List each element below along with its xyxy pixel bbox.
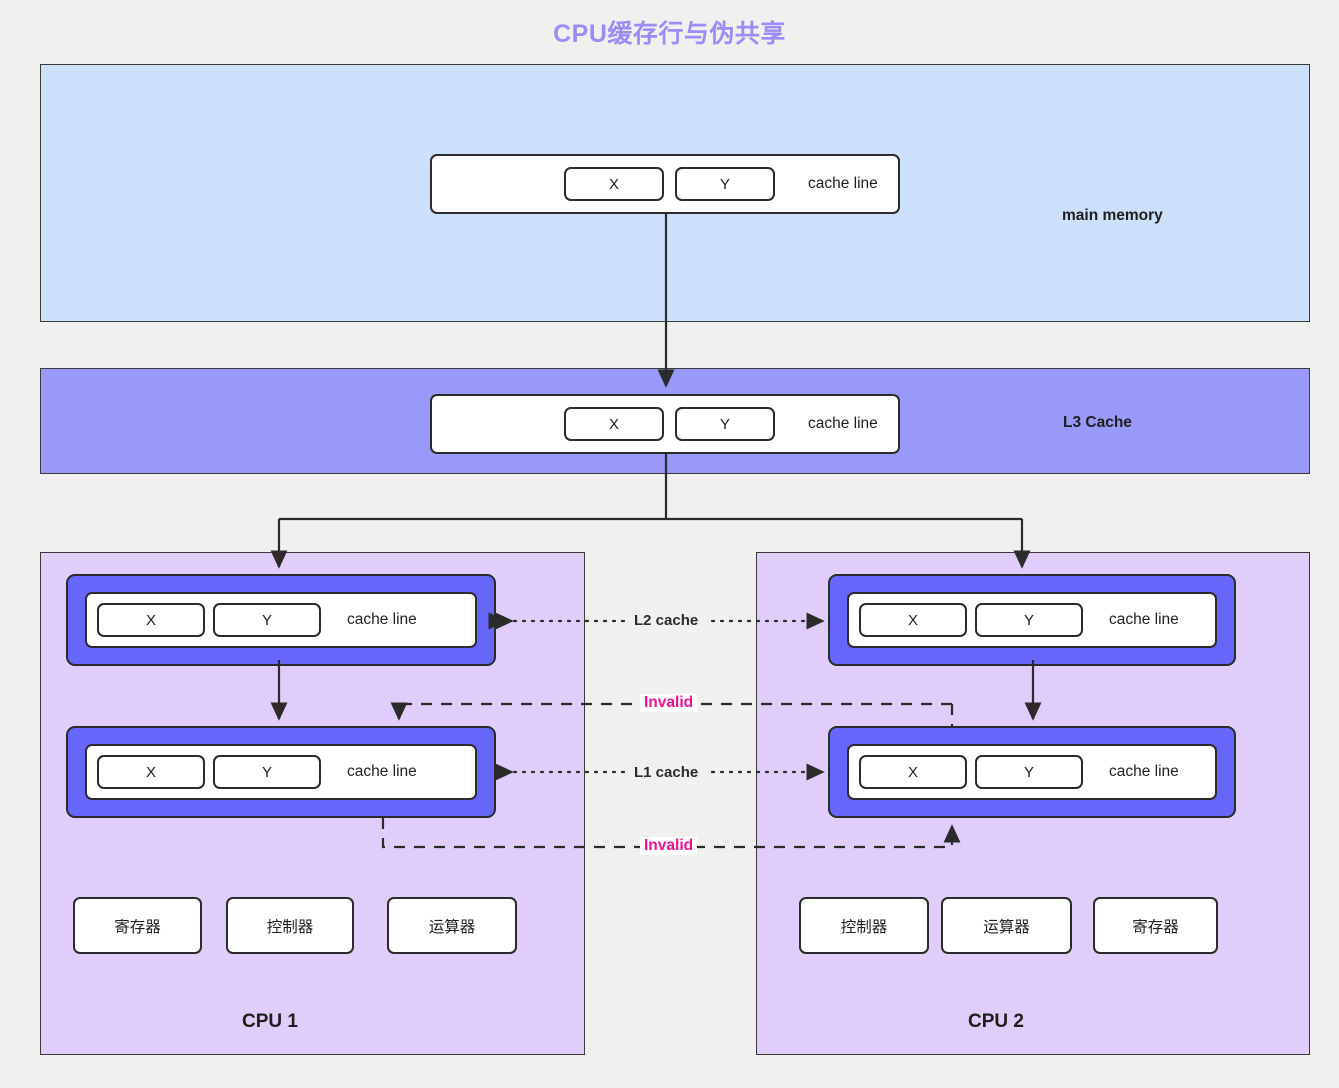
cpu1-l1-cell-y: Y	[213, 755, 321, 789]
cpu2-unit-controller: 控制器	[799, 897, 929, 954]
cpu1-l1-cache-frame: X Y cache line	[66, 726, 496, 818]
main-memory-cache-line: X Y cache line	[430, 154, 900, 214]
invalid-label-top: Invalid	[640, 694, 698, 712]
cpu2-label: CPU 2	[968, 1011, 1024, 1032]
main-memory-cell-y: Y	[675, 167, 775, 201]
invalid-label-bottom: Invalid	[640, 837, 698, 855]
cpu1-l1-cell-x: X	[97, 755, 205, 789]
main-memory-label: main memory	[1062, 207, 1163, 224]
main-memory-cell-x: X	[564, 167, 664, 201]
cpu2-l1-cell-x: X	[859, 755, 967, 789]
l3-cell-y: Y	[675, 407, 775, 441]
cpu2-l2-cache-frame: X Y cache line	[828, 574, 1236, 666]
l3-cell-x: X	[564, 407, 664, 441]
cpu1-l2-cell-x: X	[97, 603, 205, 637]
cpu1-unit-controller: 控制器	[226, 897, 354, 954]
cpu1-unit-alu: 运算器	[387, 897, 517, 954]
cpu2-l1-cache-frame: X Y cache line	[828, 726, 1236, 818]
cpu1-l2-cache-line: X Y cache line	[85, 592, 477, 648]
cpu1-label: CPU 1	[242, 1011, 298, 1032]
cpu1-l2-cache-line-label: cache line	[347, 611, 417, 628]
cpu2-l2-cache-line: X Y cache line	[847, 592, 1217, 648]
main-memory-cache-line-label: cache line	[808, 175, 878, 192]
l3-cache-line: X Y cache line	[430, 394, 900, 454]
cpu2-l2-cache-line-label: cache line	[1109, 611, 1179, 628]
cpu2-l1-cache-line: X Y cache line	[847, 744, 1217, 800]
cpu2-l2-cell-y: Y	[975, 603, 1083, 637]
cpu1-l1-cache-line: X Y cache line	[85, 744, 477, 800]
cpu2-l1-cache-line-label: cache line	[1109, 763, 1179, 780]
cpu2-l2-cell-x: X	[859, 603, 967, 637]
cpu2-l1-cell-y: Y	[975, 755, 1083, 789]
l2-cache-interconnect-label: L2 cache	[625, 612, 708, 629]
cpu1-l2-cache-frame: X Y cache line	[66, 574, 496, 666]
l3-cache-line-label: cache line	[808, 415, 878, 432]
l3-cache-label: L3 Cache	[1063, 414, 1132, 431]
cpu1-unit-register: 寄存器	[73, 897, 202, 954]
cpu2-unit-alu: 运算器	[941, 897, 1072, 954]
cpu1-l2-cell-y: Y	[213, 603, 321, 637]
cpu1-l1-cache-line-label: cache line	[347, 763, 417, 780]
cpu2-unit-register: 寄存器	[1093, 897, 1218, 954]
l1-cache-interconnect-label: L1 cache	[625, 764, 708, 781]
page-title: CPU缓存行与伪共享	[553, 20, 786, 48]
